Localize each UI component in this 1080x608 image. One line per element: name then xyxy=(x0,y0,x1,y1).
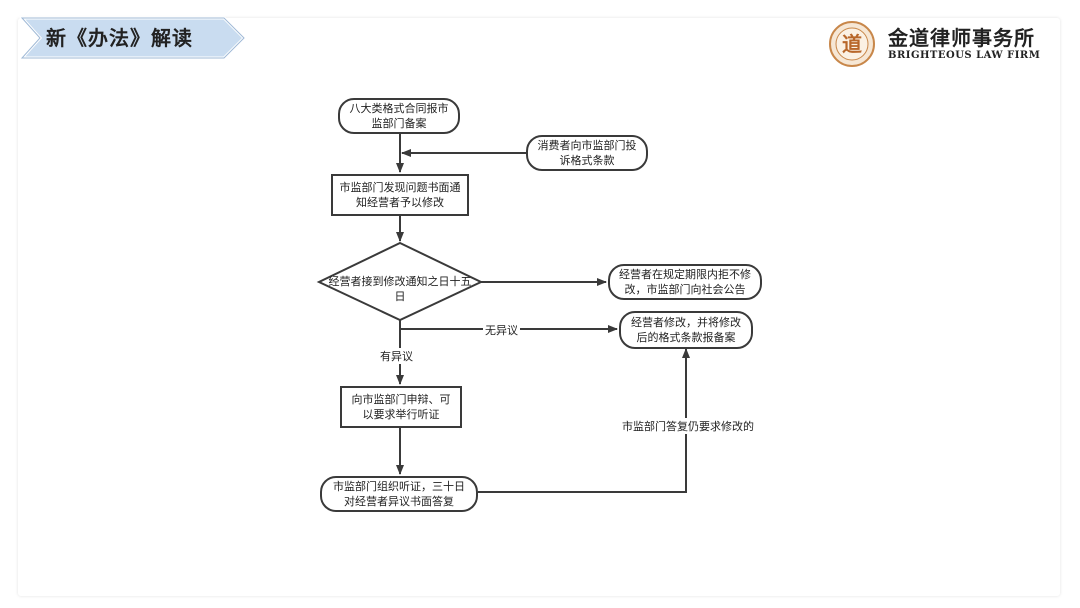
label-reply-require-modify: 市监部门答复仍要求修改的 xyxy=(620,418,756,434)
label-no-objection: 无异议 xyxy=(483,322,520,338)
node-modify-file: 经营者修改，并将修改后的格式条款报备案 xyxy=(619,311,753,349)
firm-name-cn: 金道律师事务所 xyxy=(888,26,1035,50)
edge-hearing-modify xyxy=(478,348,690,493)
label-objection: 有异议 xyxy=(378,348,415,364)
node-start: 八大类格式合同报市监部门备案 xyxy=(338,98,460,134)
node-decision-text: 经营者接到修改通知之日十五日 xyxy=(328,275,472,303)
firm-name-en: BRIGHTEOUS LAW FIRM xyxy=(888,50,1041,61)
node-refuse-public: 经营者在规定期限内拒不修改，市监部门向社会公告 xyxy=(608,264,762,300)
seal-icon: 道 xyxy=(829,21,875,67)
page-title: 新《办法》解读 xyxy=(46,26,193,50)
slide-canvas xyxy=(18,18,1060,596)
node-defend-hearing-request: 向市监部门申辩、可以要求举行听证 xyxy=(340,386,462,428)
banner-shape xyxy=(18,16,247,60)
node-hearing-reply: 市监部门组织听证，三十日对经营者异议书面答复 xyxy=(320,476,478,512)
node-consumer-complaint: 消费者向市监部门投诉格式条款 xyxy=(526,135,648,171)
header-banner xyxy=(18,12,248,68)
node-notify: 市监部门发现问题书面通知经营者予以修改 xyxy=(331,174,469,216)
seal-char: 道 xyxy=(842,32,862,56)
law-firm-logo: 道 金道律师事务所 BRIGHTEOUS LAW FIRM xyxy=(828,20,1048,72)
